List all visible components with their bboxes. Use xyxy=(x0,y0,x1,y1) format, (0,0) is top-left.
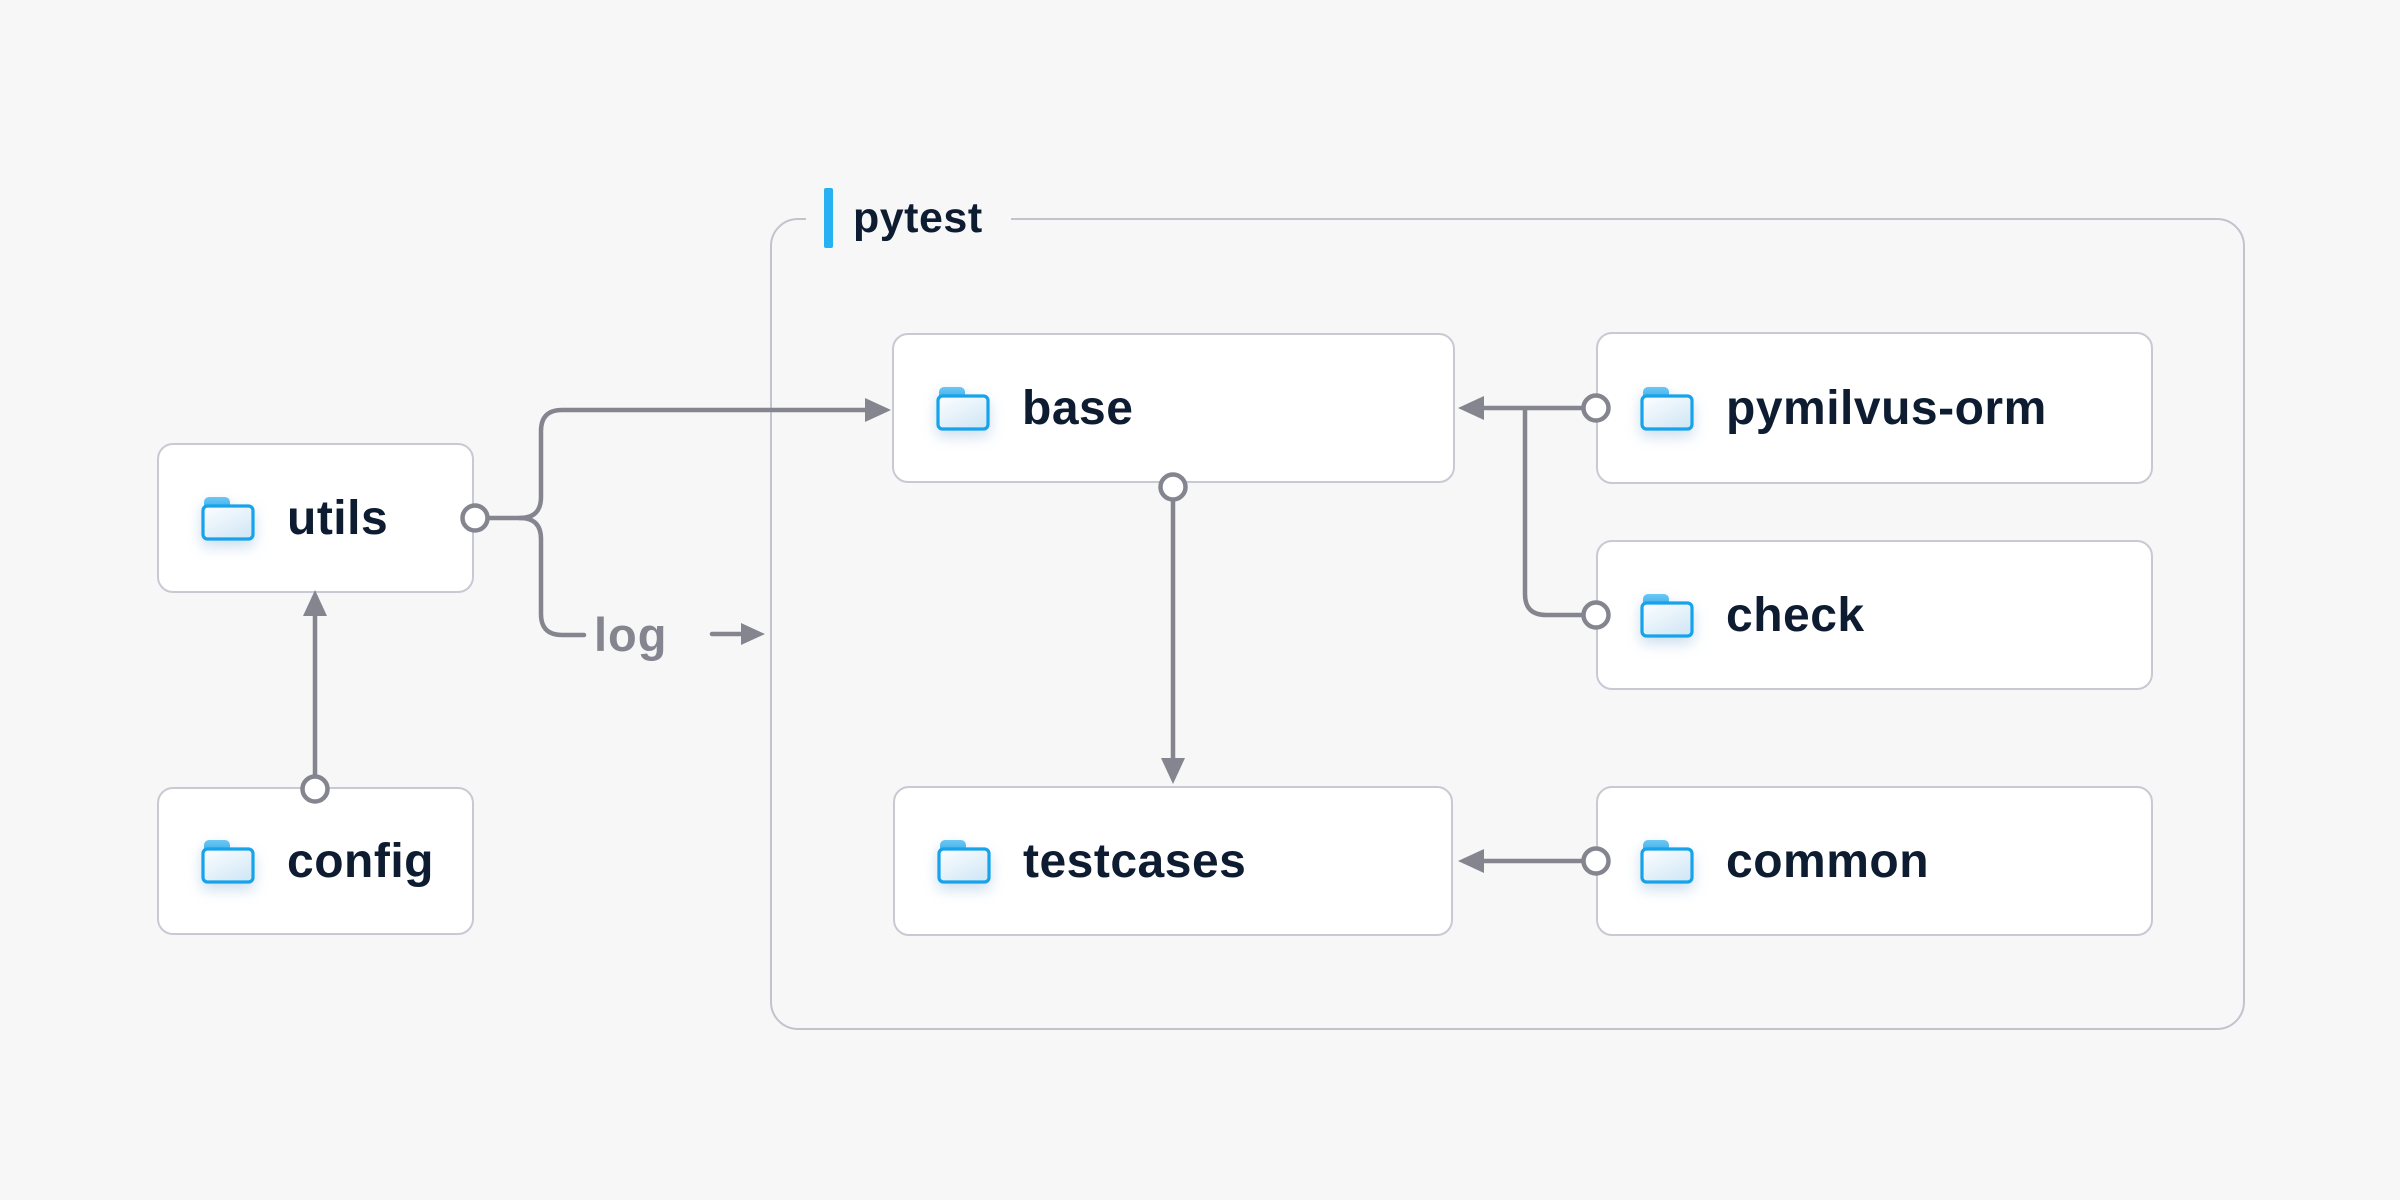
group-box-pytest xyxy=(770,218,2245,1030)
folder-icon xyxy=(197,493,259,543)
folder-icon xyxy=(197,836,259,886)
accent-bar-icon xyxy=(824,188,833,248)
folder-icon xyxy=(932,383,994,433)
node-config: config xyxy=(157,787,474,935)
node-check: check xyxy=(1596,540,2153,690)
edge-config-utils xyxy=(300,590,330,804)
group-title: pytest xyxy=(853,193,983,242)
node-common: common xyxy=(1596,786,2153,936)
folder-icon xyxy=(1636,383,1698,433)
node-pymilvus-orm: pymilvus-orm xyxy=(1596,332,2153,484)
node-label: testcases xyxy=(1023,834,1247,888)
node-label: config xyxy=(287,834,434,888)
edge-utils-log xyxy=(517,515,587,638)
node-label: utils xyxy=(287,491,389,545)
node-testcases: testcases xyxy=(893,786,1453,936)
node-label: base xyxy=(1022,381,1134,435)
node-base: base xyxy=(892,333,1455,483)
folder-icon xyxy=(1636,590,1698,640)
node-utils: utils xyxy=(157,443,474,593)
edge-label-log: log xyxy=(594,608,668,661)
group-label-pytest: pytest xyxy=(806,187,1011,249)
node-label: common xyxy=(1726,834,1930,888)
log-arrow xyxy=(709,623,765,645)
node-label: check xyxy=(1726,588,1865,642)
folder-icon xyxy=(1636,836,1698,886)
node-label: pymilvus-orm xyxy=(1726,381,2047,435)
folder-icon xyxy=(933,836,995,886)
